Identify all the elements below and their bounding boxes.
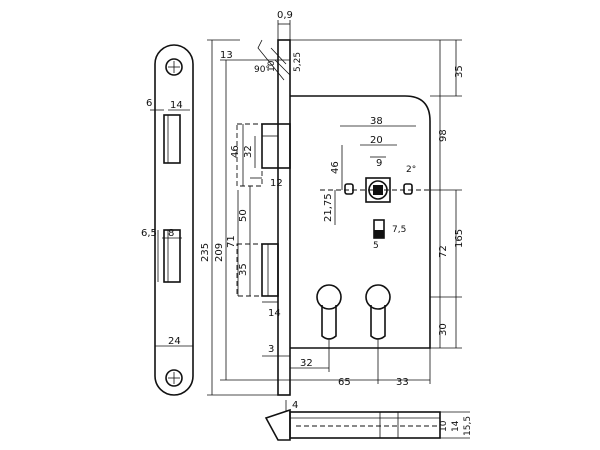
dim-50: 50 [238,209,249,222]
dim-4: 4 [292,400,298,411]
dim-33: 33 [396,377,409,388]
dim-5: 5 [373,241,379,251]
dim-14-side: 14 [451,420,461,432]
dim-35-right: 35 [454,65,465,78]
side-view: 4 10 14 15,5 [264,400,473,441]
screw-hole-bottom [165,369,183,387]
dim-24: 24 [168,336,181,347]
follower-square [365,177,391,203]
dim-235: 235 [200,243,211,262]
dim-38: 38 [370,116,383,127]
dim-6-5: 6,5 [141,228,157,239]
dim-72: 72 [438,245,449,258]
dim-90deg: 90° [254,65,270,75]
right-dimensions: 35 98 165 72 30 [290,39,465,349]
bottom-dimensions: 3 32 65 33 [262,340,431,388]
dim-2deg: 2° [406,165,416,175]
dim-10-side: 10 [439,420,449,432]
lock-case [290,95,431,349]
bevel-detail [257,39,285,81]
dim-46-center: 46 [330,161,341,174]
dim-21-75: 21,75 [323,193,334,222]
dim-8: 8 [168,228,174,239]
body-left-dimensions: 46 32 12 50 71 35 14 [226,124,283,319]
cylinder-hole-left [316,284,342,340]
dim-15-5: 15,5 [463,416,473,436]
plate-dimensions: 6 14 6,5 8 24 [141,98,193,347]
dim-14-plate: 14 [170,100,183,111]
dim-32-bottom: 32 [300,358,313,369]
strike-plate [154,44,194,396]
bolt-cutout [163,229,181,283]
dim-14-bottom: 14 [268,308,281,319]
latch-bolt [261,123,291,169]
dim-32: 32 [243,145,254,158]
dim-65: 65 [338,377,351,388]
dead-bolt [261,243,279,297]
latch-cutout [163,114,181,164]
faceplate [277,39,291,396]
dim-10-top: 10 [267,60,277,72]
dim-9: 9 [376,158,382,169]
dim-46-left: 46 [230,145,241,158]
dim-5-25: 5,25 [293,52,303,72]
dim-6: 6 [146,98,152,109]
dim-35-left: 35 [238,263,249,276]
side-view-body [289,411,441,439]
dim-13: 13 [220,50,233,61]
dim-30: 30 [438,323,449,336]
cylinder-hole-right [365,284,391,340]
dim-209: 209 [214,243,225,262]
dim-71: 71 [226,235,237,248]
dim-98: 98 [438,129,449,142]
center-dimensions: 38 20 9 2° 46 21,75 7,5 5 [320,116,430,251]
screw-hole-top [165,58,183,76]
dim-12: 12 [270,178,283,189]
dim-3: 3 [268,344,274,355]
dim-165: 165 [454,229,465,248]
dim-20: 20 [370,135,383,146]
top-dimensions: 0,9 90° 10 5,25 [254,10,303,75]
dim-7-5: 7,5 [392,225,406,235]
dim-0-9: 0,9 [277,10,293,21]
